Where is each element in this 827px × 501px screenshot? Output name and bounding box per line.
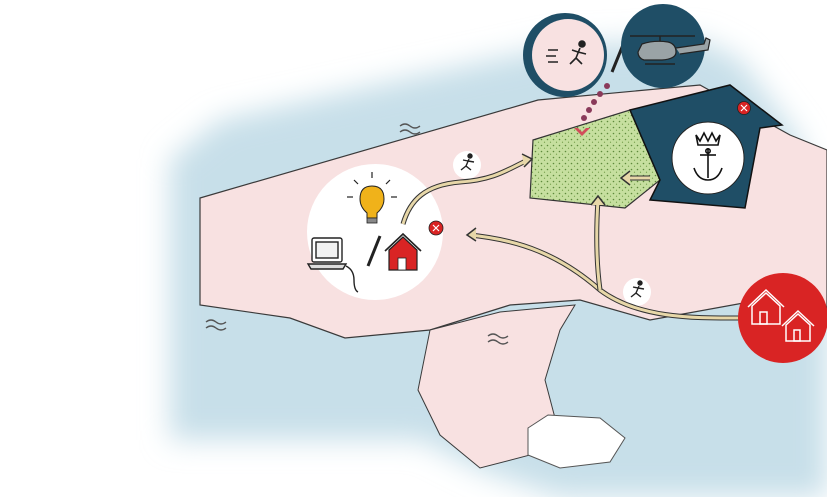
- water-wave-icon: [399, 123, 421, 135]
- route-arrow-home-to-field: [400, 153, 534, 225]
- houses-icon: [747, 288, 815, 342]
- route-arrow-houses-to-field: [590, 194, 606, 291]
- laptop-icon: [306, 237, 359, 293]
- running-person-icon: [630, 280, 645, 298]
- home-icon: [384, 232, 422, 271]
- route-arrow-building-to-field: [619, 170, 650, 186]
- alert-marker: [428, 220, 444, 236]
- helicopter-icon: [630, 35, 711, 65]
- running-person-speed-icon: [546, 40, 587, 65]
- dotted-path: [574, 83, 610, 136]
- running-person-icon: [460, 153, 475, 171]
- navy-station-building: [628, 84, 784, 209]
- alert-marker: [737, 101, 751, 115]
- lightbulb-icon: [347, 172, 397, 224]
- pier: [527, 414, 626, 469]
- fast-runner-badge: [523, 13, 607, 97]
- separator-slash: [366, 235, 382, 267]
- home-office-badge: [307, 164, 443, 300]
- water-wave-icon: [205, 319, 227, 331]
- water-wave-icon: [487, 333, 509, 345]
- crown-anchor-icon: [693, 131, 723, 181]
